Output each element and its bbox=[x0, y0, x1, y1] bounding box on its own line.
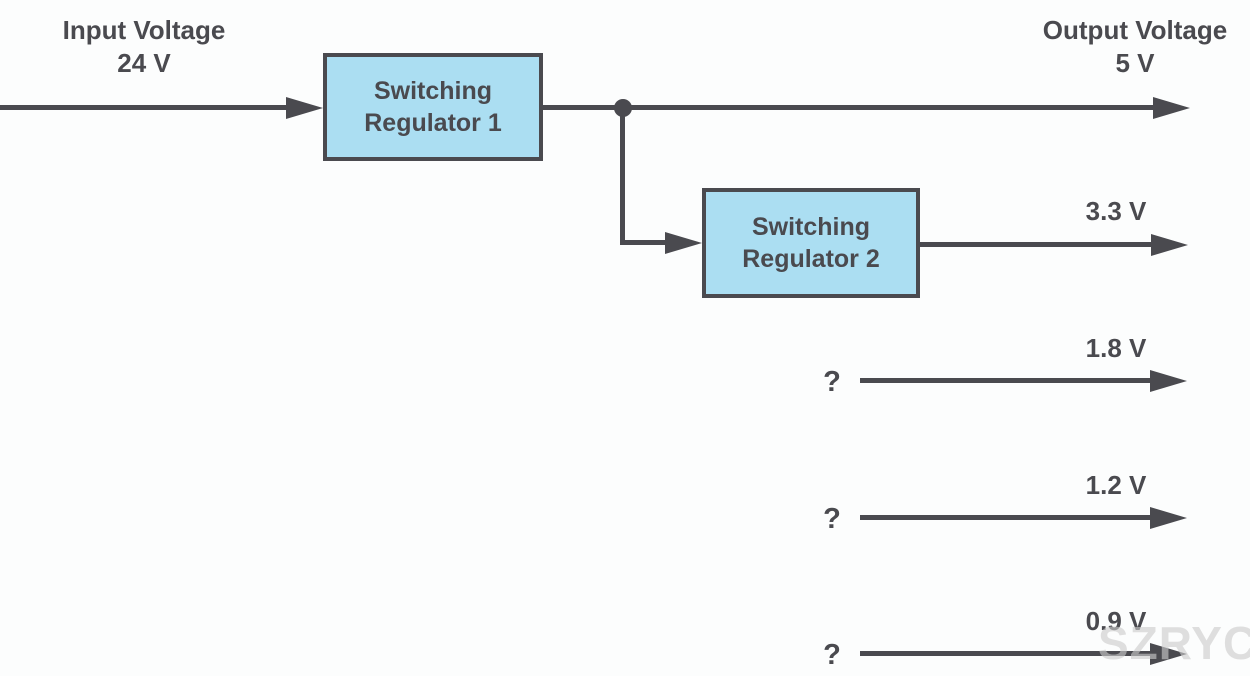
rail-0v9-unknown-source: ? bbox=[823, 639, 841, 671]
input-voltage-title: Input Voltage bbox=[62, 15, 226, 45]
rail-3v3-arrowhead-icon bbox=[1151, 234, 1188, 256]
branch-arrowhead-icon bbox=[665, 232, 702, 254]
output-voltage-value: 5 V bbox=[1115, 48, 1155, 78]
rail-1v8-wire bbox=[860, 378, 1154, 383]
input-arrowhead-icon bbox=[286, 97, 323, 119]
rail-3v3-label: 3.3 V bbox=[1085, 196, 1147, 226]
branch-wire-vertical bbox=[620, 108, 625, 243]
rail-1v2-wire bbox=[860, 515, 1154, 520]
regulator2-label-line2: Regulator 2 bbox=[742, 245, 880, 273]
input-wire bbox=[0, 105, 288, 110]
output-voltage-label: Output Voltage 5 V bbox=[1015, 14, 1250, 80]
rail-1v2-label: 1.2 V bbox=[1085, 470, 1147, 500]
switching-regulator-2-box: Switching Regulator 2 bbox=[702, 188, 920, 298]
output-voltage-title: Output Voltage bbox=[1042, 15, 1228, 45]
rail-1v8-unknown-source: ? bbox=[823, 366, 841, 398]
input-voltage-value: 24 V bbox=[117, 48, 171, 78]
regulator1-label-line2: Regulator 1 bbox=[364, 109, 502, 137]
rail-0v9-wire bbox=[860, 651, 1154, 656]
branch-wire-horizontal bbox=[620, 240, 668, 245]
rail-5v-wire bbox=[543, 105, 1155, 110]
rail-1v2-arrowhead-icon bbox=[1150, 507, 1187, 529]
switching-regulator-1-box: Switching Regulator 1 bbox=[323, 53, 543, 161]
rail-3v3-wire bbox=[920, 242, 1155, 247]
rail-5v-arrowhead-icon bbox=[1153, 97, 1190, 119]
regulator2-label-line1: Switching bbox=[751, 213, 871, 241]
watermark-text: SZRYC bbox=[1098, 617, 1250, 669]
rail-1v8-label: 1.8 V bbox=[1085, 333, 1147, 363]
rail-0v9-arrowhead-icon bbox=[1150, 643, 1187, 665]
rail-0v9-label: 0.9 V bbox=[1085, 606, 1147, 636]
input-voltage-label: Input Voltage 24 V bbox=[24, 14, 264, 80]
regulator1-label-line1: Switching bbox=[373, 77, 493, 105]
rail-1v2-unknown-source: ? bbox=[823, 503, 841, 535]
rail-1v8-arrowhead-icon bbox=[1150, 370, 1187, 392]
